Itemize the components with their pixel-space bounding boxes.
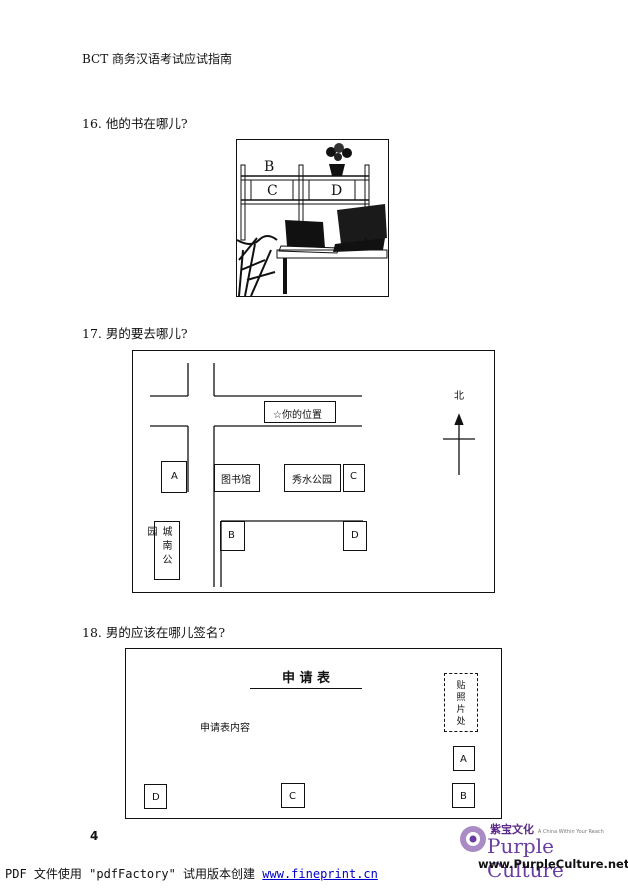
question-16: 16. 他的书在哪儿? bbox=[82, 113, 188, 132]
form-title: 申 请 表 bbox=[250, 667, 362, 689]
you-are-here-box: ☆你的位置 bbox=[264, 401, 336, 423]
q16-picture: B C D A bbox=[236, 139, 389, 297]
label-d: D bbox=[331, 183, 343, 199]
q17-map: 北 ☆你的位置 A 图书馆 秀水公园 C 城南公园 B D bbox=[132, 350, 495, 593]
question-number: 18. bbox=[82, 625, 102, 640]
question-number: 16. bbox=[82, 116, 102, 131]
chengnan-park-box: 城南公园 bbox=[145, 521, 180, 580]
footer-text: PDF 文件使用 "pdfFactory" 试用版本创建 bbox=[5, 867, 263, 881]
q18-form: 申 请 表 申请表内容 贴照片处 A D C B bbox=[125, 648, 502, 819]
option-c-box: C bbox=[343, 464, 365, 492]
option-a-box: A bbox=[161, 461, 187, 493]
option-b-box: B bbox=[452, 783, 475, 808]
option-b-box: B bbox=[220, 521, 245, 551]
label-a: A bbox=[361, 236, 372, 252]
page-number: 4 bbox=[90, 829, 99, 843]
form-content: 申请表内容 bbox=[200, 723, 250, 734]
question-text: 男的要去哪儿? bbox=[105, 326, 188, 341]
option-a-box: A bbox=[453, 746, 475, 771]
park-box: 秀水公园 bbox=[284, 464, 341, 492]
watermark-url: www.PurpleCulture.net bbox=[478, 857, 628, 871]
question-17: 17. 男的要去哪儿? bbox=[82, 323, 188, 342]
option-d-box: D bbox=[144, 784, 167, 809]
question-number: 17. bbox=[82, 326, 102, 341]
photo-placeholder: 贴照片处 bbox=[444, 673, 478, 732]
question-text: 男的应该在哪儿签名? bbox=[105, 625, 226, 640]
option-c-box: C bbox=[281, 783, 305, 808]
watermark-brand: Purple Culture bbox=[487, 834, 564, 882]
north-label: 北 bbox=[454, 391, 464, 402]
option-d-box: D bbox=[343, 521, 367, 551]
street-map bbox=[150, 363, 475, 587]
watermark-cn: 紫宝文化 A China Within Your Reach bbox=[490, 823, 604, 836]
footer-link[interactable]: www.fineprint.cn bbox=[262, 867, 378, 881]
question-text: 他的书在哪儿? bbox=[105, 116, 188, 131]
label-c: C bbox=[267, 183, 278, 199]
label-b: B bbox=[264, 159, 275, 175]
pdf-footer: PDF 文件使用 "pdfFactory" 试用版本创建 www.finepri… bbox=[5, 865, 378, 882]
library-box: 图书馆 bbox=[214, 464, 260, 492]
question-18: 18. 男的应该在哪儿签名? bbox=[82, 622, 225, 641]
office-illustration bbox=[237, 143, 388, 296]
page-header: BCT 商务汉语考试应试指南 bbox=[82, 52, 233, 66]
purple-culture-logo-icon bbox=[460, 826, 486, 852]
